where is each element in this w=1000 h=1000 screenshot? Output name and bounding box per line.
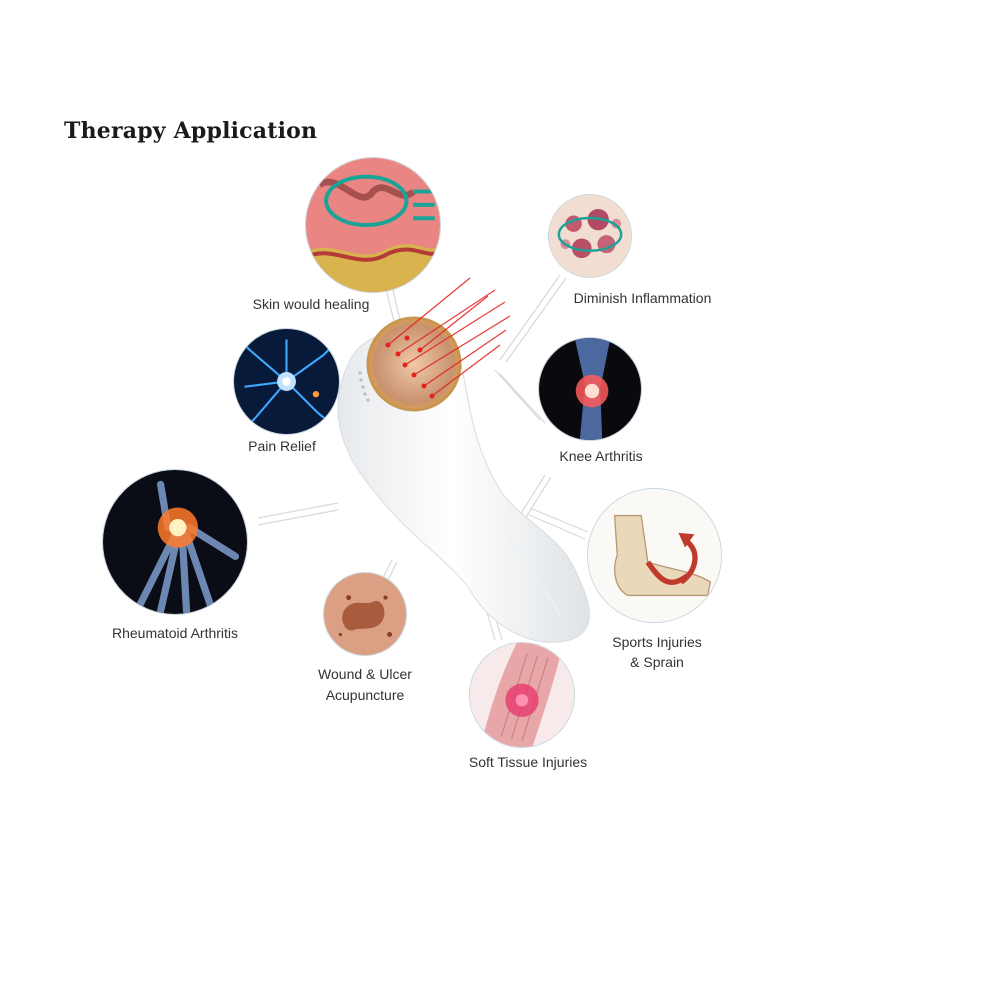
- label-rheumatoid-arthritis: Rheumatoid Arthritis: [111, 625, 239, 641]
- connector-lines: [257, 274, 589, 641]
- wound-ulcer-image: [323, 572, 407, 656]
- laser-beams: [387, 277, 511, 397]
- rheumatoid-arthritis-image: [102, 469, 248, 615]
- device-head: [366, 316, 462, 412]
- knee-arthritis-image: [538, 337, 642, 441]
- laser-dots: [385, 335, 435, 399]
- label-wound-ulcer: Wound & Ulcer: [318, 666, 412, 682]
- label-diminish-inflammation: Diminish Inflammation: [573, 290, 712, 306]
- label-soft-tissue-injuries: Soft Tissue Injuries: [468, 754, 588, 770]
- skin-healing-image: [305, 157, 441, 293]
- soft-tissue-image: [469, 642, 575, 748]
- label-acupuncture: Acupuncture: [325, 687, 405, 703]
- page-title: Therapy Application: [64, 118, 318, 144]
- sports-injuries-image: [587, 488, 722, 623]
- label-sprain: & Sprain: [630, 654, 684, 670]
- label-skin-healing: Skin would healing: [252, 296, 370, 312]
- device-buttons: [358, 371, 370, 402]
- inflammation-image: [548, 194, 632, 278]
- pain-relief-image: [233, 328, 340, 435]
- label-sports-injuries: Sports Injuries: [612, 634, 702, 650]
- label-knee-arthritis: Knee Arthritis: [559, 448, 643, 464]
- label-pain-relief: Pain Relief: [248, 438, 316, 454]
